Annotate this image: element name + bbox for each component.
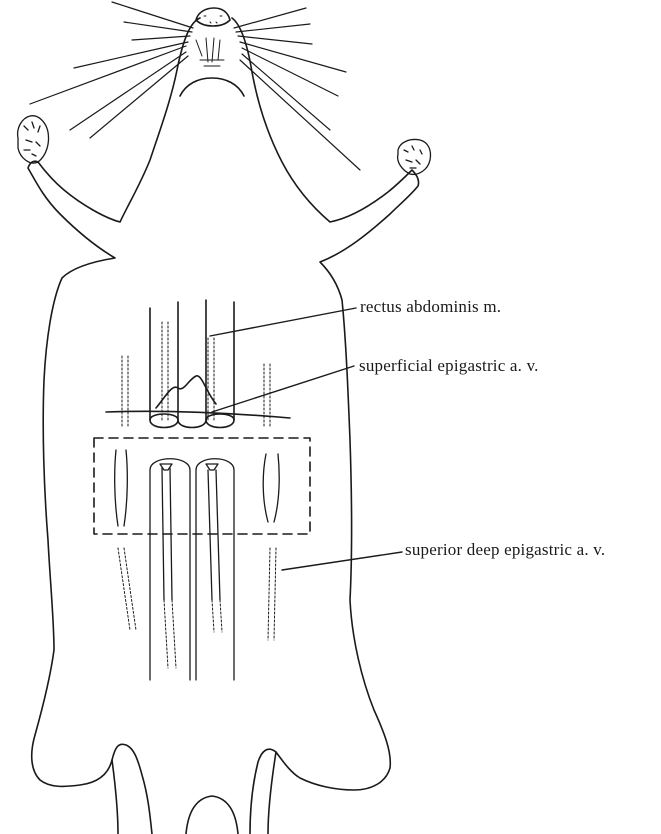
paws [18, 116, 431, 175]
leader-rectus [210, 308, 356, 336]
lower-right-deep-vessel [212, 600, 222, 632]
snout-tip [196, 8, 230, 26]
lower-left-flank-vessel [118, 548, 136, 630]
crotch [186, 796, 238, 834]
box-vessels [115, 450, 280, 680]
whisker [236, 24, 310, 32]
left-rectus-upper-outline [150, 302, 178, 420]
left-flank-vessel [115, 450, 128, 526]
right-flank-vessel [263, 454, 279, 522]
right-rectus-upper-outline [206, 300, 234, 420]
whisker [238, 36, 312, 44]
body-outline [28, 18, 419, 834]
right-inner-leg [268, 752, 276, 834]
left-paw [18, 116, 49, 163]
muscle-hump [156, 376, 216, 408]
label-superficial-epigastric: superficial epigastric a. v. [359, 356, 539, 376]
whiskers [30, 2, 360, 170]
skin-fold-line [106, 411, 290, 418]
right-deep-vessel [208, 470, 220, 600]
lower-vessels [118, 548, 276, 668]
lower-left-deep-vessel [164, 600, 176, 668]
lower-right-flank-vessel [268, 548, 276, 640]
label-rectus-abdominis: rectus abdominis m. [360, 297, 501, 317]
label-superior-deep-epigastric: superior deep epigastric a. v. [405, 540, 605, 560]
right-body-contour [232, 18, 419, 834]
right-rectus-lower [196, 459, 234, 680]
whisker [132, 36, 190, 40]
upper-flank-vessel-left [122, 356, 128, 428]
whisker [242, 54, 330, 130]
whisker [90, 56, 188, 138]
whisker [112, 2, 193, 28]
mouth-shading [196, 38, 224, 66]
upper-vessel-right [208, 338, 214, 420]
right-paw [398, 139, 431, 174]
vessel-knot-right [206, 464, 218, 470]
leader-lines [210, 308, 402, 570]
chin [180, 78, 244, 96]
whisker [30, 46, 186, 104]
muscle-cut-ends [150, 414, 234, 428]
rectus-abdominis-upper [106, 300, 290, 428]
left-inner-leg [112, 760, 118, 834]
nose-dots [204, 16, 222, 23]
whisker [124, 22, 192, 32]
whisker [74, 42, 188, 68]
whisker [240, 42, 346, 72]
leader-deep [282, 552, 402, 570]
upper-vessel-left [162, 322, 168, 420]
upper-flank-vessel-right [264, 364, 270, 428]
whisker [70, 52, 186, 130]
whisker [242, 48, 338, 96]
